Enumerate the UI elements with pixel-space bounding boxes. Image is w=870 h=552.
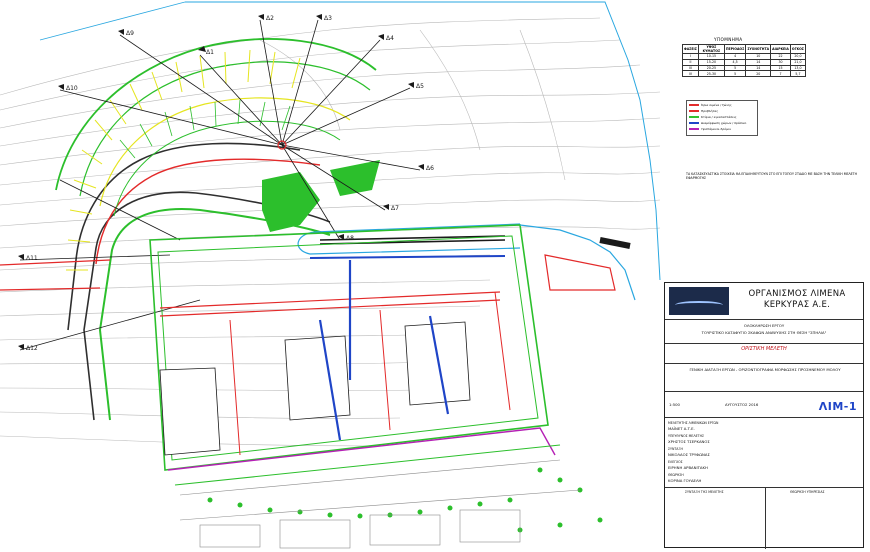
street-outlines <box>179 459 581 549</box>
legend-item-label: Διαμόρφωση χώρων / πράσινο <box>701 121 747 125</box>
designer-role: ΕΛΕΓΧΟΣ <box>668 460 683 464</box>
section-label: Δ4 <box>386 35 394 42</box>
section-markers <box>18 14 424 350</box>
date: ΑΥΓΟΥΣΤΟΣ 2016 <box>725 402 759 407</box>
legend-cell: 20 <box>745 70 772 78</box>
organization-name: ΟΡΓΑΝΙΣΜΟΣ ΛΙΜΕΝΑ ΚΕΡΚΥΡΑΣ Α.Ε. <box>748 289 846 310</box>
title-block: ΟΡΓΑΝΙΣΜΟΣ ΛΙΜΕΝΑ ΚΕΡΚΥΡΑΣ Α.Ε. ΟΛΟΚΛΗΡΩ… <box>664 282 864 549</box>
legend-lines-box: Όρια λιμένα / ζώνης Προβλήτας Κτίρια / ε… <box>686 100 758 136</box>
section-label: Δ11 <box>26 255 38 262</box>
legend-item-label: Προβλήτας <box>701 109 719 113</box>
legend-item: Διαμόρφωση χώρων / πράσινο <box>689 121 755 125</box>
legend-item: Όρια λιμένα / ζώνης <box>689 103 755 107</box>
legend-item-label: Υφιστάμενοι δρόμοι <box>701 127 731 131</box>
legend-cell: 4 <box>723 53 747 60</box>
project-header: ΟΛΟΚΛΗΡΩΣΗ ΕΡΓΟΥ <box>743 323 785 328</box>
section-label-texts: Δ1 Δ2 Δ3 Δ4 Δ5 Δ6 Δ7 Δ8 Δ9 Δ10 Δ11 Δ12 <box>26 15 434 352</box>
legend-item: Υφιστάμενοι δρόμοι <box>689 127 755 131</box>
scale: 1:500 <box>669 402 680 407</box>
drawing-code: ΛΙΜ-1 <box>818 400 857 413</box>
legend-swatch <box>689 116 699 118</box>
legend-row: I 10-15 4 10 22 20,0 <box>682 53 807 60</box>
legend-header: ΔΙΑΡΚΕΙΑ <box>770 44 791 54</box>
trees <box>207 467 603 533</box>
footer-left: ΣΥΝΤΑΞΗ ΤΗΣ ΜΕΛΕΤΗΣ <box>685 490 724 494</box>
designer-name: ΝΙΚΟΛΑΟΣ ΤΡΥΦΩΝΑΣ <box>668 452 710 457</box>
section-label: Δ12 <box>26 345 38 352</box>
legend-item: Προβλήτας <box>689 109 755 113</box>
study-type: ΟΡΙΣΤΙΚΗ ΜΕΛΕΤΗ <box>741 346 787 352</box>
legend-header: ΠΕΡΙΟΔΟΣ <box>723 44 747 54</box>
section-label: Δ9 <box>126 30 134 37</box>
designer-role: ΜΕΛΕΤΗΤΗΣ ΛΙΜΕΝΙΚΩΝ ΕΡΓΩΝ <box>668 421 719 425</box>
legend-swatch <box>689 104 699 106</box>
project-name: ΤΟΥΡΙΣΤΙΚΟ ΚΑΤΑΦΥΓΙΟ ΣΚΑΦΩΝ ΑΝΑΨΥΧΗΣ ΣΤΗ… <box>701 330 827 335</box>
legend-swatch <box>689 110 699 112</box>
designer-name: ΚΟΡΙΝΑ ΓΟΥΔΕΛΗ <box>668 478 702 483</box>
legend-item-label: Όρια λιμένα / ζώνης <box>701 103 732 107</box>
designer-name: ΜΑΪΝΕΤ Α.Τ.Ε. <box>668 426 695 431</box>
left-red-chain <box>0 259 111 291</box>
legend-header-row: ΦΑΣΕΙΣ ΥΨΟΣ ΚΥΜΑΤΟΣ ΠΕΡΙΟΔΟΣ ΣΥΧΝΟΤΗΤΑ Δ… <box>682 44 807 54</box>
legend-cell: 20,0 <box>789 53 807 60</box>
section-label: Δ2 <box>266 15 274 22</box>
organization-logo <box>669 287 729 315</box>
legend-cell: 10 <box>745 53 772 60</box>
designer-role: ΘΕΩΡΗΣΗ <box>668 473 684 477</box>
footer-right: ΘΕΩΡΗΣΗ ΥΠΗΡΕΣΙΑΣ <box>790 490 825 494</box>
buildings <box>159 321 471 456</box>
armour-hatches <box>66 49 301 271</box>
section-label: Δ10 <box>66 85 78 92</box>
section-lines <box>19 19 421 351</box>
designer-role: ΥΠΕΥΘΥΝΟΣ ΜΕΛΕΤΗΣ <box>668 434 704 438</box>
legend-cell: 25-30 <box>697 70 725 78</box>
general-note: ΤΑ ΚΑΤΑΣΚΕΥΑΣΤΙΚΑ ΣΤΟΙΧΕΙΑ ΘΑ ΕΠΑΛΗΘΕΥΤΟ… <box>686 172 858 181</box>
legend-item: Κτίρια / εγκαταστάσεις <box>689 115 755 119</box>
legend-header: ΦΑΣΕΙΣ <box>682 44 699 54</box>
section-label: Δ7 <box>391 205 399 212</box>
breakwater-hatch <box>119 99 291 159</box>
land-area <box>149 224 561 486</box>
legend-item-label: Κτίρια / εγκαταστάσεις <box>701 115 737 119</box>
blue-elements <box>318 260 450 441</box>
legend-row: IV 25-30 5 20 7 5,7 <box>682 70 807 78</box>
legend-header: ΥΨΟΣ ΚΥΜΑΤΟΣ <box>697 44 725 54</box>
boundary-lines <box>39 1 661 281</box>
legend-cell: 7 <box>770 70 791 78</box>
legend-cell: IV <box>682 70 699 78</box>
designer-name: ΧΡΗΣΤΟΣ ΤΣΕΡΚΑΝΟΣ <box>668 439 710 444</box>
legend-cell: 5,7 <box>789 70 807 78</box>
drawing-title: ΓΕΝΙΚΗ ΔΙΑΤΑΞΗ ΕΡΓΩΝ - ΟΡΙΖΟΝΤΙΟΓΡΑΦΙΑ Μ… <box>689 367 841 372</box>
section-label: Δ3 <box>324 15 332 22</box>
legend-header: ΣΥΧΝΟΤΗΤΑ <box>745 44 772 54</box>
section-label: Δ6 <box>426 165 434 172</box>
legend-cell: 5 <box>723 70 747 78</box>
legend-title: ΥΠΟΜΝΗΜΑ <box>714 37 743 42</box>
legend-swatch <box>689 128 699 130</box>
right-jetty <box>519 224 636 301</box>
section-label: Δ5 <box>416 83 424 90</box>
legend-swatch <box>689 122 699 124</box>
legend-table: ΦΑΣΕΙΣ ΥΨΟΣ ΚΥΜΑΤΟΣ ΠΕΡΙΟΔΟΣ ΣΥΧΝΟΤΗΤΑ Δ… <box>682 44 807 78</box>
designer-name: ΕΙΡΗΝΗ ΑΡΒΑΝΙΤΑΚΗ <box>668 465 708 470</box>
legend-header: ΟΓΚΟΣ <box>789 44 807 54</box>
section-centre <box>277 140 287 150</box>
section-label: Δ8 <box>346 235 354 242</box>
wave-icon <box>675 301 723 309</box>
section-label: Δ1 <box>206 49 214 56</box>
red-lines <box>229 291 511 456</box>
green-fill-areas <box>262 160 380 232</box>
designer-role: ΣΥΝΤΑΞΗ <box>668 447 683 451</box>
